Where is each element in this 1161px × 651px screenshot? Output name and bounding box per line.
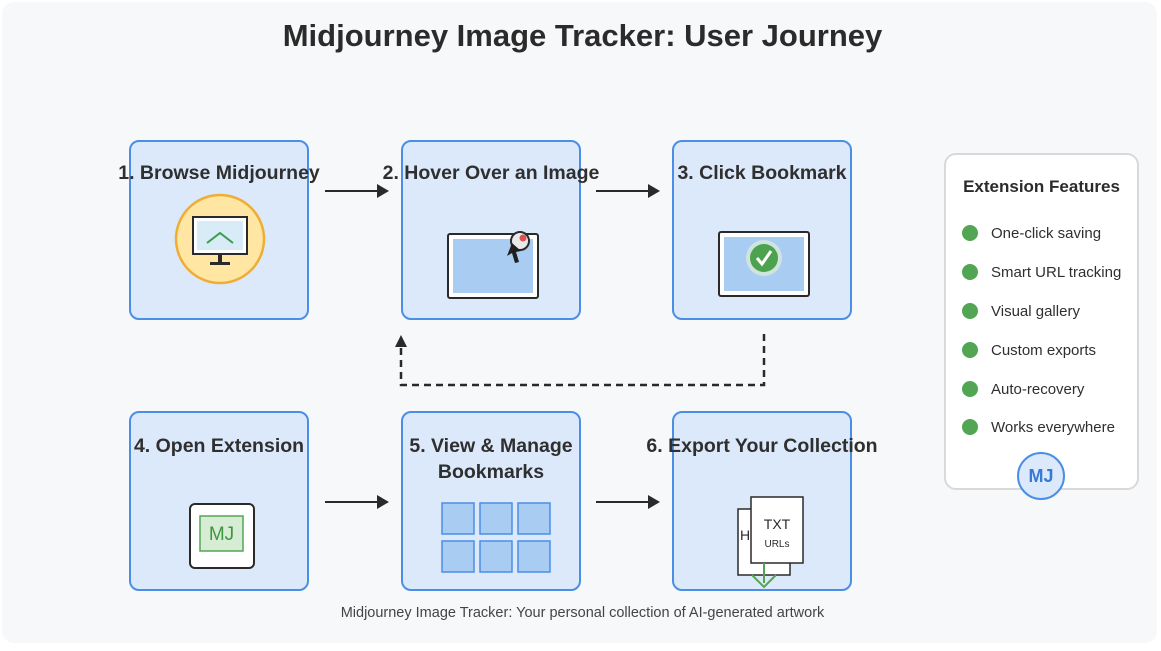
arrow-step5-to-step6 bbox=[596, 495, 660, 509]
feature-label: One-click saving bbox=[991, 225, 1102, 242]
diagram-caption: Midjourney Image Tracker: Your personal … bbox=[340, 605, 825, 621]
export-back-file-label: H bbox=[740, 527, 751, 543]
feature-label: Custom exports bbox=[991, 342, 1097, 359]
step-label: 3. Click Bookmark bbox=[677, 162, 847, 184]
feature-bullet-icon bbox=[962, 225, 978, 241]
step-label: 2. Hover Over an Image bbox=[382, 162, 600, 184]
export-files-icon bbox=[737, 496, 804, 589]
export-file-label-main: TXT bbox=[763, 516, 791, 532]
export-file-label-sub: URLs bbox=[764, 539, 790, 550]
feature-label: Works everywhere bbox=[991, 419, 1115, 436]
feature-label: Auto-recovery bbox=[991, 381, 1085, 398]
feature-bullet-icon bbox=[962, 303, 978, 319]
step-label: 5. View & Manage Bookmarks bbox=[409, 435, 573, 483]
image-hover-icon bbox=[447, 231, 539, 299]
feature-label: Smart URL tracking bbox=[991, 264, 1122, 281]
feature-bullet-icon bbox=[962, 381, 978, 397]
grid-icon bbox=[441, 502, 551, 573]
features-title: Extension Features bbox=[963, 177, 1120, 196]
mj-logo-badge: MJ bbox=[1017, 452, 1065, 500]
diagram-title: Midjourney Image Tracker: User Journey bbox=[282, 18, 883, 53]
step-label: 1. Browse Midjourney bbox=[118, 162, 320, 184]
feature-bullet-icon bbox=[962, 264, 978, 280]
extension-features-panel: Extension Features One-click saving Smar… bbox=[944, 153, 1139, 500]
step-open-extension: 4. Open Extension MJ bbox=[129, 411, 309, 591]
arrow-step1-to-step2 bbox=[325, 184, 389, 198]
bookmark-check-icon bbox=[718, 231, 810, 297]
arrow-step2-to-step3 bbox=[596, 184, 660, 198]
step-export-collection: 6. Export Your Collection H TXT URLs bbox=[646, 411, 878, 591]
extension-icon bbox=[189, 503, 255, 569]
step-click-bookmark: 3. Click Bookmark bbox=[672, 140, 852, 320]
feature-bullet-icon bbox=[962, 342, 978, 358]
monitor-icon bbox=[174, 193, 266, 285]
loop-back-arrow bbox=[395, 334, 766, 387]
step-view-manage: 5. View & Manage Bookmarks bbox=[401, 411, 581, 591]
feature-label: Visual gallery bbox=[991, 303, 1080, 320]
feature-bullet-icon bbox=[962, 419, 978, 435]
step-hover-image: 2. Hover Over an Image bbox=[383, 140, 599, 320]
step-label: 4. Open Extension bbox=[133, 435, 305, 457]
step-browse-midjourney: 1. Browse Midjourney bbox=[118, 140, 320, 320]
step-label: 6. Export Your Collection bbox=[646, 435, 878, 457]
arrow-step4-to-step5 bbox=[325, 495, 389, 509]
extension-icon-label: MJ bbox=[208, 524, 235, 545]
